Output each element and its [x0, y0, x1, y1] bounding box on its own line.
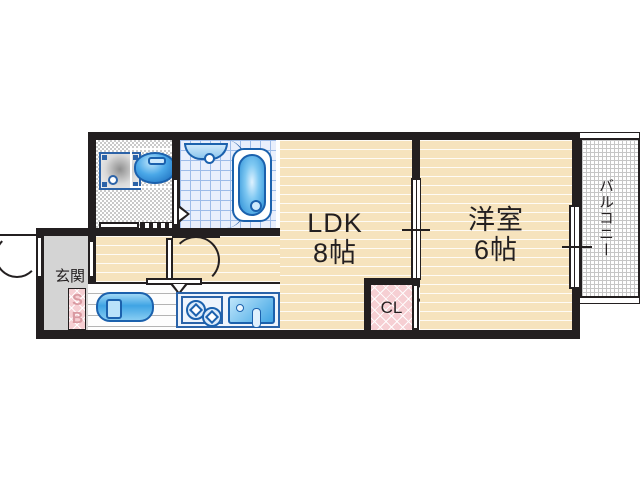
bedroom-label: 洋室 [468, 205, 524, 235]
exterior-wall-bottom [36, 330, 580, 339]
exterior-wall-left-upper [88, 132, 96, 232]
washroom-counter-edge [130, 148, 176, 188]
exterior-wall-left-entry [36, 228, 44, 339]
bathroom-door-leaf[interactable] [172, 178, 179, 226]
balcony-sliding-door-marker-h [562, 246, 592, 248]
entrance-door-threshold [0, 234, 39, 236]
bathroom-door-fold-inner [179, 208, 187, 220]
gas-stove-icon [181, 296, 223, 327]
washroom-vent-grill [140, 222, 174, 229]
balcony-label: バルコニー [597, 178, 614, 258]
hallway-door-swing-arc [172, 236, 220, 284]
refrigerator-icon [96, 292, 154, 322]
entry-hall-door-leaf[interactable] [88, 240, 95, 278]
closet-label: CL [380, 298, 403, 317]
bathtub-icon [232, 148, 272, 222]
shoe-box [68, 288, 86, 330]
bathroom-wall-bottom [176, 228, 280, 236]
washroom-sill [99, 222, 139, 229]
entrance-label: 玄関 [54, 268, 85, 285]
shoe-box-label: SB [69, 292, 86, 328]
kitchen-sink-icon [228, 296, 275, 329]
washroom-wall-bottom [96, 228, 176, 236]
bedroom-sliding-door-marker-h [402, 229, 430, 231]
bedroom-floor [420, 140, 572, 330]
ldk-bedroom-partition-top [412, 140, 420, 178]
closet-door-leaf[interactable] [412, 284, 419, 330]
closet-wall-top [364, 278, 420, 285]
entrance-door-swing-arc [0, 234, 39, 278]
kitchen-counter-fold-inner [173, 284, 185, 292]
balcony-area [580, 138, 640, 298]
exterior-wall-entry-top [36, 228, 96, 236]
bedroom-size-label: 6帖 [473, 235, 519, 265]
ldk-label: LDK [307, 208, 363, 238]
wash-basin-icon [134, 152, 176, 184]
closet-wall-left [364, 278, 371, 334]
hallway-door-head-line [172, 236, 220, 238]
exterior-wall-top [88, 132, 580, 140]
ldk-size-label: 8帖 [312, 238, 358, 268]
washing-machine-pan-icon [99, 152, 141, 190]
closet-floor [371, 285, 412, 330]
